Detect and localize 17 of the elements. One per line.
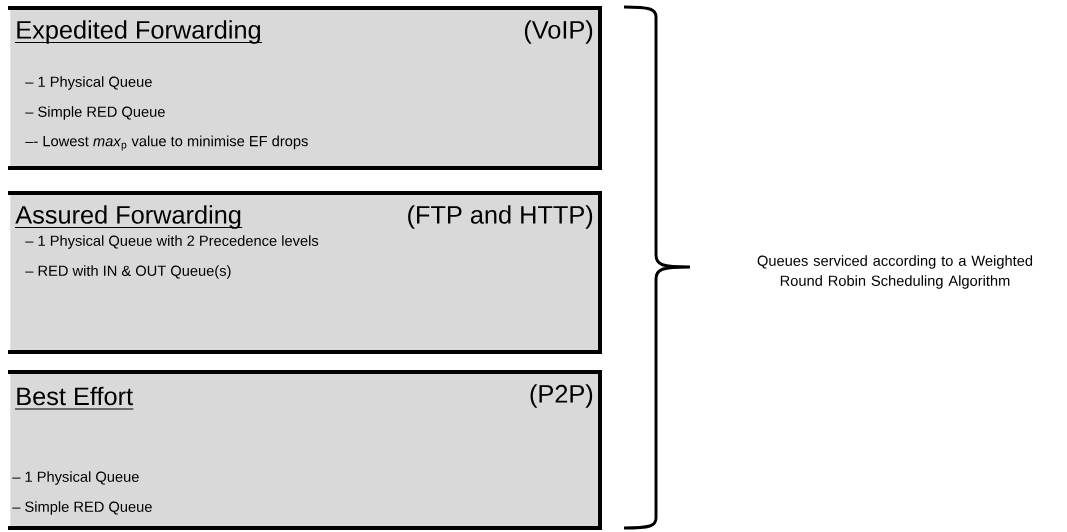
heading: Assured Forwarding — [14, 205, 243, 229]
heading: Expedited Forwarding — [14, 20, 263, 44]
bullet-text: – 1 Physical Queue with 2 Precedence levels — [25, 235, 319, 249]
note-text: Queues serviced according to a Weighted Round Robin Scheduling Algorithm — [757, 255, 1033, 289]
queue-box — [8, 191, 602, 354]
queue-box — [8, 6, 602, 170]
bullet-text: – Simple RED Queue — [25, 106, 165, 120]
bullet-text: – Simple RED Queue — [12, 501, 152, 515]
bullet-text: – RED with IN & OUT Queue(s) — [25, 265, 231, 279]
bullet-text: –- Lowest max$_{p}$ value to minimise EF drops — [25, 135, 308, 151]
protocol-label: (P2P) — [530, 384, 593, 408]
bullet-text: – 1 Physical Queue — [12, 471, 139, 485]
protocol-label: (FTP and HTTP) — [408, 205, 593, 229]
bullet-text: – 1 Physical Queue — [25, 76, 152, 90]
heading: Best Effort — [14, 386, 134, 410]
queue-box — [8, 370, 602, 530]
protocol-label: (VoIP) — [524, 20, 593, 44]
